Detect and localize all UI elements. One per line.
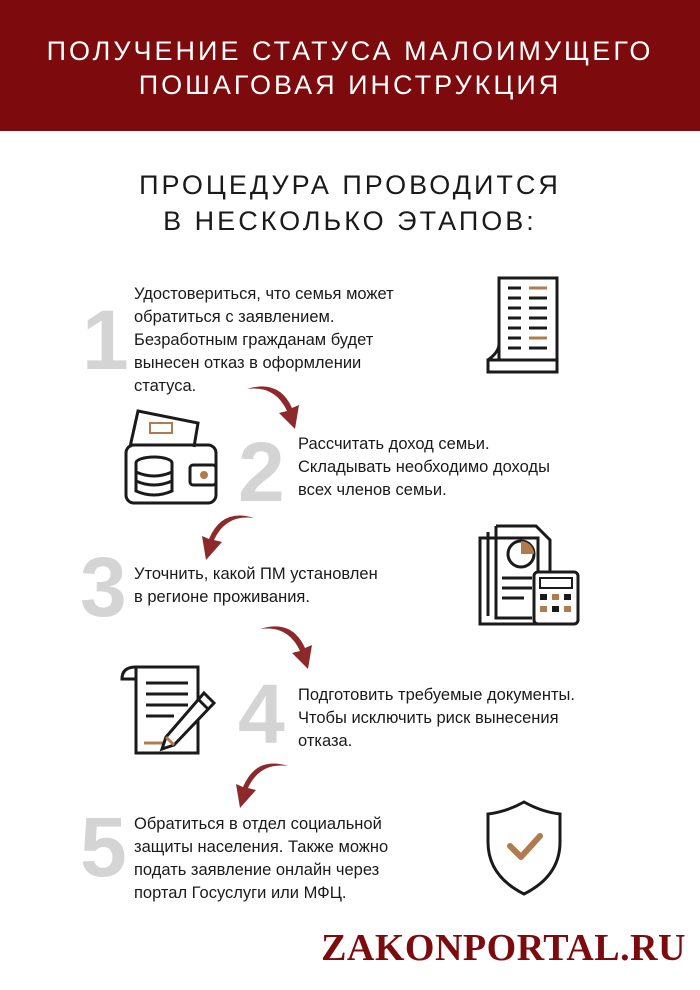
step-3-number: 3 bbox=[80, 540, 127, 634]
step-2-line: всех членов семьи. bbox=[298, 481, 447, 499]
report-calculator-icon bbox=[478, 524, 580, 626]
subtitle-line1: ПРОЦЕДУРА ПРОВОДИТСЯ bbox=[139, 170, 561, 200]
document-list-icon bbox=[486, 276, 559, 374]
step-4-text: Подготовить требуемые документы. Чтобы и… bbox=[298, 684, 575, 753]
step-2-line: Складывать необходимо доходы bbox=[298, 458, 550, 476]
subtitle-line2: В НЕСКОЛЬКО ЭТАПОВ: bbox=[163, 206, 537, 236]
step-1-line: Удостовериться, что семья может bbox=[134, 285, 394, 303]
step-3-text: Уточнить, какой ПМ установлен в регионе … bbox=[134, 563, 378, 609]
arrow-down-right-icon bbox=[247, 386, 299, 429]
step-5-line: Обратиться в отдел социальной bbox=[134, 815, 382, 833]
arrow-down-left-icon bbox=[202, 515, 254, 560]
step-4-line: Подготовить требуемые документы. bbox=[298, 686, 575, 704]
step-2-text: Рассчитать доход семьи. Складывать необх… bbox=[298, 433, 550, 502]
wallet-coins-icon bbox=[124, 409, 218, 505]
step-5-line: подать заявление онлайн через bbox=[134, 861, 380, 879]
step-3-line: Уточнить, какой ПМ установлен bbox=[134, 565, 378, 583]
brand-logo: ZAKONPORTAL.RU bbox=[321, 927, 686, 969]
step-1-line: вынесен отказ в оформлении bbox=[134, 354, 362, 372]
step-2-number: 2 bbox=[238, 425, 285, 519]
step-1-text: Удостовериться, что семья может обратить… bbox=[134, 283, 394, 398]
step-5-text: Обратиться в отдел социальной защиты нас… bbox=[134, 813, 388, 905]
step-2-line: Рассчитать доход семьи. bbox=[298, 435, 490, 453]
document-pen-icon bbox=[120, 665, 217, 755]
header-title-line1: ПОЛУЧЕНИЕ СТАТУСА МАЛОИМУЩЕГО bbox=[46, 36, 654, 66]
step-1-line: обратиться с заявлением. bbox=[134, 308, 335, 326]
step-1-number: 1 bbox=[82, 293, 129, 387]
step-4-line: Чтобы исключить риск вынесения bbox=[298, 709, 559, 727]
arrow-down-right-icon bbox=[260, 626, 312, 669]
step-5-line: защиты населения. Также можно bbox=[134, 838, 389, 856]
arrow-down-left-icon bbox=[236, 763, 288, 808]
header-title-line2: ПОШАГОВАЯ ИНСТРУКЦИЯ bbox=[138, 70, 562, 100]
shield-check-icon bbox=[486, 800, 562, 896]
step-5-number: 5 bbox=[80, 800, 127, 894]
header-banner: ПОЛУЧЕНИЕ СТАТУСА МАЛОИМУЩЕГО ПОШАГОВАЯ … bbox=[0, 0, 700, 131]
step-1-line: статуса. bbox=[134, 377, 197, 395]
step-1-line: Безработным гражданам будет bbox=[134, 331, 374, 349]
step-5-line: портал Госуслуги или МФЦ. bbox=[134, 884, 347, 902]
step-3-line: в регионе проживания. bbox=[134, 588, 310, 606]
step-4-line: отказа. bbox=[298, 732, 353, 750]
step-4-number: 4 bbox=[238, 667, 285, 761]
